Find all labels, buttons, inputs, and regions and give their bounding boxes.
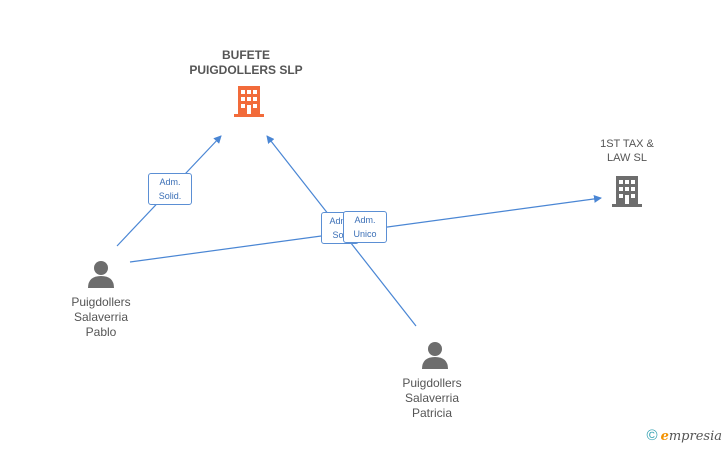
copyright-symbol: © — [646, 427, 658, 444]
person-icon-patricia[interactable] — [422, 342, 448, 369]
brand-logo-e: e — [660, 429, 669, 444]
edge-badge-line: Unico — [353, 229, 377, 239]
person-name-line: Patricia — [411, 406, 452, 420]
person-name-pablo[interactable]: Puigdollers Salaverria Pablo — [54, 295, 148, 340]
company-name-line: 1ST TAX & — [600, 138, 654, 150]
company-name-line: PUIGDOLLERS SLP — [189, 63, 303, 77]
company-name-bufete[interactable]: BUFETE PUIGDOLLERS SLP — [186, 48, 306, 78]
person-name-line: Salaverria — [73, 310, 129, 324]
person-name-line: Salaverria — [404, 391, 460, 405]
brand-logo-text: mpresia — [668, 429, 722, 444]
edge-badge-line: Adm. — [159, 177, 181, 187]
building-icon-tax[interactable] — [612, 176, 642, 207]
person-name-patricia[interactable]: Puigdollers Salaverria Patricia — [385, 376, 479, 421]
person-name-line: Puigdollers — [402, 376, 462, 390]
edge-badge-pablo-tax[interactable]: Adm. Unico — [343, 211, 387, 243]
edge-badge-line: Adm. — [354, 215, 376, 225]
building-icon-main[interactable] — [234, 86, 264, 117]
edge-badge-pablo-bufete[interactable]: Adm. Solid. — [148, 173, 192, 205]
company-name-tax[interactable]: 1ST TAX & LAW SL — [587, 137, 667, 165]
edge-badge-line: Soli — [332, 230, 348, 240]
edge-badge-line: Adm. — [329, 216, 351, 226]
person-name-line: Puigdollers — [71, 295, 131, 309]
edge-badge-line: Solid. — [158, 191, 182, 201]
company-name-line: BUFETE — [222, 48, 270, 62]
person-name-line: Pablo — [85, 325, 117, 339]
person-icon-pablo[interactable] — [88, 261, 114, 288]
empresia-watermark[interactable]: ©empresia — [647, 427, 722, 444]
company-name-line: LAW SL — [607, 152, 647, 164]
